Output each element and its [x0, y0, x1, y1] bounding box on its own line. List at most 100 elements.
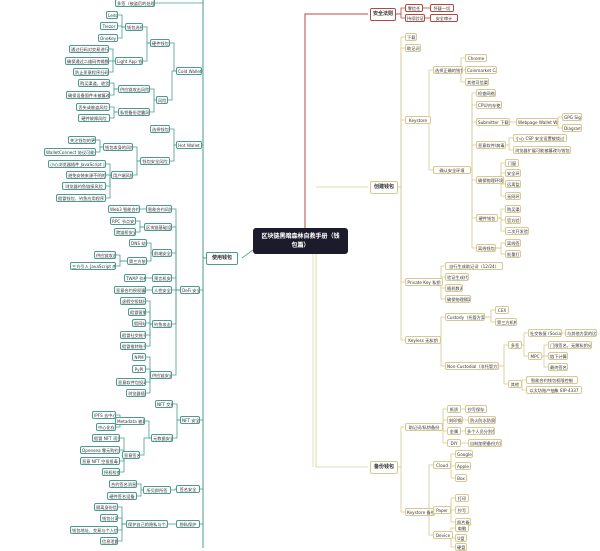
- topic-node-e2[interactable]: CPU/内存使用: [476, 101, 502, 109]
- topic-node-mn[interactable]: 助记词: [405, 44, 421, 52]
- topic-node-h2a[interactable]: 钱包本身的风险: [103, 143, 133, 151]
- topic-node-d7a[interactable]: NPM: [132, 353, 146, 361]
- topic-node-e5a[interactable]: 门窗: [505, 159, 519, 167]
- topic-node-e5[interactable]: 确保物理环境: [476, 176, 504, 184]
- topic-node-kl[interactable]: Keyless 无私钥: [405, 336, 441, 344]
- topic-node-ms[interactable]: 多签: [508, 341, 522, 349]
- topic-node-dv[interactable]: Device: [433, 531, 453, 539]
- topic-node-e5d[interactable]: 无网环境: [505, 192, 521, 200]
- topic-node-d4[interactable]: 预言机安全: [152, 274, 172, 282]
- topic-node-r2b[interactable]: 硬件故障风险: [78, 114, 110, 122]
- topic-node-r1a[interactable]: 购买渠道，收货: [78, 79, 110, 87]
- topic-node-d3b1[interactable]: 供应链攻击: [94, 251, 116, 259]
- topic-node-e5c[interactable]: 远离监控: [505, 180, 521, 188]
- main-topic-use[interactable]: 使用钱包: [206, 251, 238, 265]
- topic-node-hw[interactable]: 硬件钱包: [150, 39, 170, 47]
- topic-node-h2a1[interactable]: 关注钱包的更新: [68, 136, 96, 144]
- topic-node-h2b[interactable]: 用户端风险: [111, 171, 133, 179]
- topic-node-ws3[interactable]: OneKey: [98, 34, 118, 42]
- topic-node-e3a1[interactable]: GPG Sign: [562, 113, 582, 121]
- topic-node-ks1c[interactable]: 其他可信渠道: [465, 78, 489, 86]
- topic-node-h2b4[interactable]: 假冒钱包、钓鱼应用程序: [56, 194, 106, 202]
- topic-node-h2b2[interactable]: 避免安装来源不明的扩展: [66, 171, 106, 179]
- topic-node-e7a[interactable]: 离线签名: [505, 239, 521, 247]
- topic-node-sec1[interactable]: 零信任: [405, 4, 423, 12]
- topic-node-n2[interactable]: 元数据安全: [151, 434, 173, 442]
- topic-node-r1[interactable]: 供应链攻击风险: [118, 85, 150, 93]
- topic-node-e7[interactable]: 离线钱包: [476, 244, 496, 252]
- topic-node-ks1b[interactable]: Coinmarket Cap: [465, 66, 497, 74]
- topic-node-pk4[interactable]: 确保物理隔离: [445, 295, 471, 303]
- topic-node-n2a1[interactable]: IPFS 去中心化: [92, 411, 116, 419]
- topic-node-d2[interactable]: 区块链基础设施: [144, 223, 172, 231]
- topic-node-e6c[interactable]: 二次开发验证: [505, 227, 529, 235]
- topic-node-pp[interactable]: Paper: [433, 506, 451, 514]
- topic-node-d6b[interactable]: 假冒客服: [128, 308, 146, 316]
- topic-node-e6[interactable]: 硬件钱包: [476, 214, 498, 222]
- topic-node-hot[interactable]: Hot Wallet: [176, 141, 202, 149]
- topic-node-d3[interactable]: 前端安全: [152, 249, 172, 257]
- topic-node-s1b[interactable]: 硬件签名设备: [107, 492, 137, 500]
- main-topic-bak[interactable]: 备份钱包: [370, 460, 398, 474]
- topic-node-e7b[interactable]: 批量打印: [505, 250, 521, 258]
- topic-node-dv3[interactable]: 硬盘: [455, 543, 467, 551]
- topic-node-n2b[interactable]: 恶意签名: [122, 451, 140, 459]
- topic-node-e6b[interactable]: 官方验证: [505, 216, 521, 224]
- topic-node-b1c[interactable]: 金属: [447, 427, 461, 435]
- topic-node-d5[interactable]: 人性安全: [152, 286, 172, 294]
- topic-node-b1c1[interactable]: 多个人员分别保管: [465, 427, 495, 435]
- topic-node-d7c[interactable]: 恶意软件包投毒: [116, 378, 146, 386]
- topic-node-n1[interactable]: NFT 交易: [155, 400, 173, 408]
- topic-node-sig[interactable]: 签名安全: [176, 485, 200, 493]
- topic-node-d2a[interactable]: RPC 节点安全: [110, 217, 136, 225]
- topic-node-mpc3[interactable]: 最终签名: [548, 363, 568, 371]
- topic-node-b1b[interactable]: 刻印钢板: [447, 416, 463, 424]
- topic-node-cl3[interactable]: Box: [455, 474, 467, 482]
- topic-node-nft[interactable]: NFT 安全: [180, 416, 200, 424]
- topic-node-h2b1[interactable]: 小心浏览器插件 JavaScript 注入攻击: [48, 160, 106, 168]
- topic-node-ks1a[interactable]: Chrome: [465, 54, 487, 62]
- topic-node-ms1[interactable]: 社交恢复 (Social): [528, 329, 562, 337]
- topic-node-la2[interactable]: 确保通过二维码传输数据安全: [65, 57, 109, 65]
- topic-node-b1d1[interactable]: 自制加密备份方案: [468, 439, 502, 447]
- topic-node-pp1[interactable]: 打印: [455, 494, 469, 502]
- topic-node-d6[interactable]: 钓鱼攻击: [152, 320, 172, 328]
- topic-node-r2[interactable]: 私钥备份泄露风险: [118, 108, 150, 116]
- topic-node-n2b1[interactable]: 假冒 NFT 项目: [92, 434, 120, 442]
- topic-node-mpc[interactable]: MPC: [528, 352, 542, 360]
- topic-node-e3a2[interactable]: Diagram: [562, 124, 582, 132]
- topic-node-n2b3[interactable]: 恶意 NFT 空投投毒: [80, 457, 120, 465]
- topic-node-d1a[interactable]: Web3 智能合约审计: [108, 205, 140, 213]
- topic-node-d6c[interactable]: 假网站: [132, 319, 146, 327]
- topic-node-e4[interactable]: 恶意软件/病毒: [476, 141, 506, 149]
- topic-node-n2a[interactable]: Metadata 被篡改: [115, 417, 145, 425]
- topic-node-p1[interactable]: 保护自己的隐私与个人信息: [126, 520, 168, 528]
- topic-node-p1d[interactable]: 信息泄露: [100, 537, 118, 545]
- topic-node-n2a2[interactable]: 中心化存储: [96, 423, 116, 431]
- topic-node-ks1[interactable]: 选择正确的钱包: [433, 66, 463, 74]
- topic-node-cw[interactable]: Cold Wallet: [176, 67, 202, 75]
- topic-node-b2[interactable]: Keystore 备份: [405, 508, 435, 516]
- topic-node-cl2[interactable]: Apple: [455, 462, 471, 470]
- topic-node-prv[interactable]: 隐私保护: [176, 520, 200, 528]
- topic-node-kl2[interactable]: Non-Custodial（非托管方案）: [445, 362, 499, 370]
- topic-node-e6a[interactable]: 购买渠道: [505, 205, 521, 213]
- topic-node-d6e[interactable]: 假冒推特账号: [120, 342, 146, 350]
- topic-node-cl[interactable]: Cloud: [433, 461, 451, 469]
- topic-node-e3[interactable]: Submitter 下载源: [476, 118, 510, 126]
- topic-node-b1b1[interactable]: 防火防水防腐蚀: [468, 416, 496, 424]
- topic-node-kl1[interactable]: Custody（托管方案）: [445, 313, 485, 321]
- topic-node-kl1b[interactable]: 第三方机构: [495, 318, 517, 326]
- topic-node-h1[interactable]: 选择钱包: [150, 125, 170, 133]
- topic-node-top[interactable]: 多签（被盗后的处理）: [115, 0, 155, 7]
- topic-node-d6d[interactable]: 假冒社交账号: [120, 331, 146, 339]
- topic-node-e4a[interactable]: 小心 CSP 安全设置被绕过: [513, 134, 567, 142]
- main-topic-cre[interactable]: 创建钱包: [370, 180, 398, 194]
- topic-node-la[interactable]: Light App 钱包: [115, 57, 143, 65]
- topic-node-d4a[interactable]: TWAP 价格: [124, 274, 146, 282]
- topic-node-dl[interactable]: 下载: [405, 33, 417, 41]
- topic-node-sec2[interactable]: 持续验证: [405, 14, 425, 22]
- topic-node-n2b2[interactable]: Opensea 零元购钓鱼: [80, 446, 120, 454]
- topic-node-r2a[interactable]: 丢失或被盗风险: [76, 103, 110, 111]
- topic-node-d3a[interactable]: DNS 劫持: [129, 239, 147, 247]
